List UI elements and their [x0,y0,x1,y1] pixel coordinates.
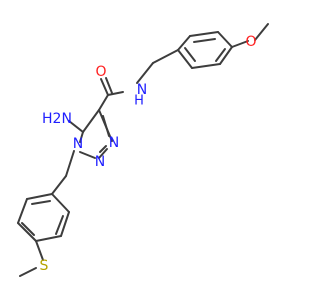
methoxy-group: O [231,23,269,50]
triazole-ring: N N N [73,109,119,170]
amide-hydrogen-label: H [134,94,144,109]
methylthio-group: S [19,240,49,277]
molecule-canvas: O O N H N N N [17,23,269,277]
carbonyl-oxygen-label: O [95,64,106,80]
amide-nitrogen-label: N [137,82,147,98]
benzyl-linker [136,49,179,84]
triazole-n1-label: N [73,136,83,152]
triazole-n2-label: N [95,154,105,170]
n-benzyl-linker [51,150,75,195]
methoxyphenyl-ring [177,31,233,69]
amide-group: O N H [95,64,147,111]
methylthiophenyl-ring [17,193,70,242]
triazole-n3-label: N [109,135,119,151]
amino-group: H2N [42,111,84,133]
methoxy-oxygen-label: O [245,34,256,50]
molecule-structure: O O N H N N N [17,23,269,277]
amino-label: H2N [42,111,72,127]
sulfur-label: S [40,258,49,274]
